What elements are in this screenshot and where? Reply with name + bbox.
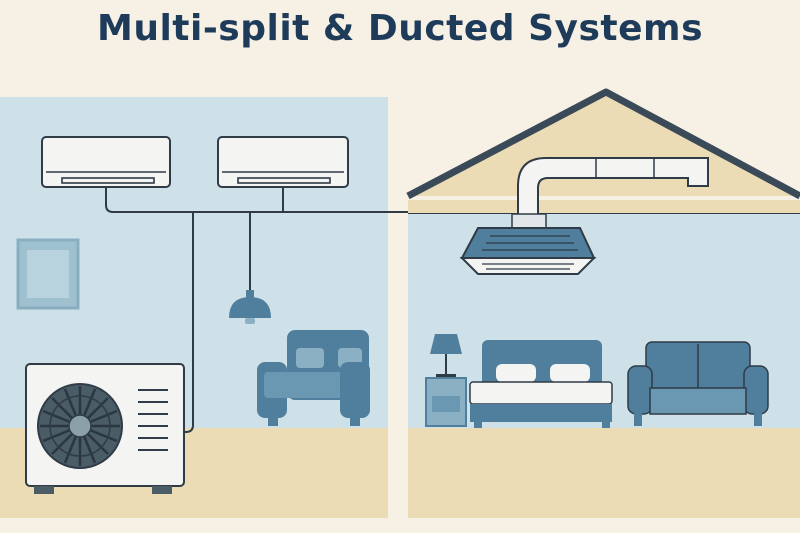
bed (469, 340, 613, 428)
right-floor (408, 428, 800, 518)
indoor-unit-2 (217, 136, 349, 188)
ducted-house (406, 88, 800, 518)
wall-picture-frame (16, 238, 80, 310)
indoor-unit-1 (41, 136, 171, 188)
attic (408, 92, 800, 196)
ductwork (511, 157, 709, 229)
multi-split-room (0, 97, 600, 518)
pendant-lamp (229, 212, 271, 324)
roof (406, 88, 800, 200)
page-title: Multi-split & Ducted Systems (97, 8, 703, 49)
ceiling-cassette (459, 227, 597, 275)
armchair (257, 330, 370, 426)
outdoor-unit (25, 363, 185, 494)
nightstand-lamp (425, 334, 467, 427)
refrigerant-lines (105, 187, 600, 433)
sofa (627, 341, 769, 426)
